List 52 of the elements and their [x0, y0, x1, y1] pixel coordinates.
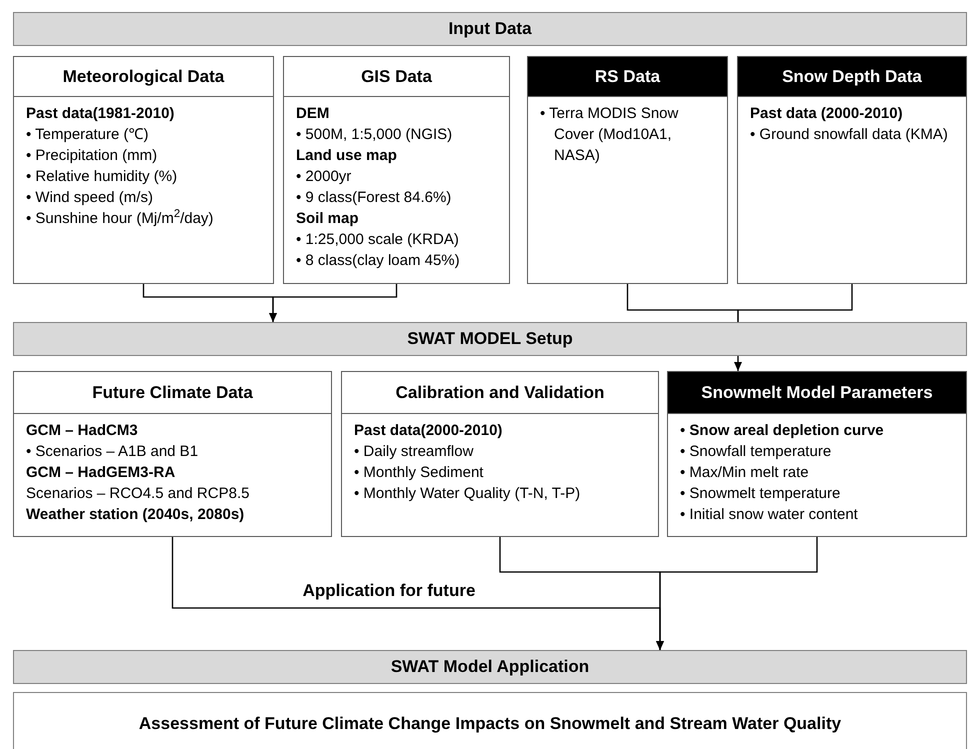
body-line: • Monthly Sediment [354, 463, 484, 483]
box-header: RS Data [528, 57, 727, 97]
data-box [527, 56, 728, 284]
body-line: • Snowfall temperature [680, 442, 832, 462]
body-line: • Precipitation (mm) [26, 146, 158, 166]
body-line: • Terra MODIS Snow Cover (Mod10A1, NASA) [540, 104, 680, 166]
data-box [667, 371, 967, 537]
body-line: Soil map [296, 209, 360, 229]
body-line: • Initial snow water content [680, 505, 859, 525]
body-line: Past data(2000-2010) [354, 421, 504, 441]
body-line: • 9 class(Forest 84.6%) [296, 188, 452, 208]
section-band [13, 12, 967, 46]
body-line: Past data (2000-2010) [750, 104, 904, 124]
body-line: • Snow areal depletion curve [680, 421, 885, 441]
body-line: GCM – HadCM3 [26, 421, 139, 441]
connector-arrow [656, 537, 818, 650]
body-line: • Scenarios – A1B and B1 [26, 442, 200, 462]
connector-arrow [734, 355, 742, 371]
body-line: DEM [296, 104, 330, 124]
body-line: Scenarios – RCO4.5 and RCP8.5 [26, 484, 250, 504]
body-line: • 1:25,000 scale (KRDA) [296, 230, 460, 250]
box-header: Snow Depth Data [738, 57, 966, 97]
body-line: • Daily streamflow [354, 442, 474, 462]
data-box [13, 371, 332, 537]
result-box [13, 692, 967, 749]
body-line: • Sunshine hour (Mj/m$^{2}$/day) [26, 208, 214, 229]
box-header: Snowmelt Model Parameters [668, 372, 966, 414]
body-line: Weather station (2040s, 2080s) [26, 505, 246, 525]
data-box [737, 56, 967, 284]
body-line: • Wind speed (m/s) [26, 188, 154, 208]
body-line: Land use map [296, 146, 398, 166]
body-line: • 500M, 1:5,000 (NGIS) [296, 125, 454, 145]
data-box [13, 56, 274, 284]
body-line: • 8 class(clay loam 45%) [296, 251, 461, 271]
body-line: • Ground snowfall data (KMA) [750, 125, 949, 145]
body-line: • Max/Min melt rate [680, 463, 810, 483]
section-band [13, 650, 967, 684]
section-band [13, 322, 967, 356]
body-line: • 2000yr [296, 167, 352, 187]
band-title: Input Data [448, 18, 532, 40]
connector-arrow [269, 284, 398, 322]
body-line: GCM – HadGEM3-RA [26, 463, 176, 483]
band-title: SWAT Model Application [390, 656, 590, 678]
body-line: • Monthly Water Quality (T-N, T-P) [354, 484, 582, 504]
data-box [341, 371, 659, 537]
result-text: Assessment of Future Climate Change Impacts on Snowmelt and Stream Water Quality [138, 713, 842, 735]
band-title: SWAT MODEL Setup [407, 328, 573, 350]
body-line: Past data(1981-2010) [26, 104, 176, 124]
body-line: • Temperature (℃) [26, 125, 150, 145]
data-box [283, 56, 510, 284]
body-line: • Relative humidity (%) [26, 167, 178, 187]
body-line: • Snowmelt temperature [680, 484, 842, 504]
